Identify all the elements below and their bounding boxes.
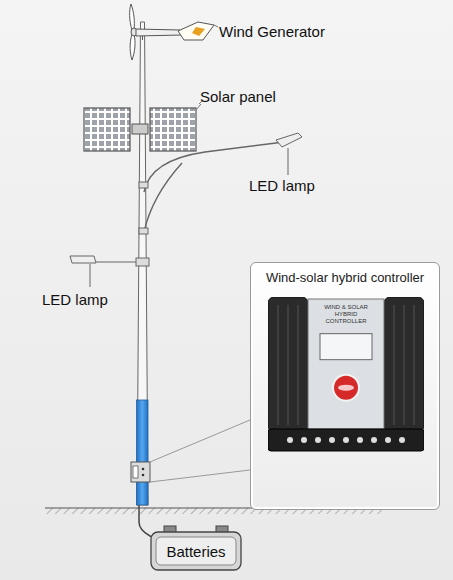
callout-panel: Wind-solar hybrid controllerWIND & SOLAR… [250,262,440,510]
battery-box: Batteries [150,525,242,571]
part-label: Solar panel [200,89,276,106]
node-text: WIND & SOLAR HYBRID CONTROLLER [314,304,378,325]
callout-lines [150,420,250,482]
node-text: Batteries [166,543,225,560]
pole [137,22,149,505]
pole-controller [131,462,150,482]
controller-device: WIND & SOLAR HYBRID CONTROLLER [268,297,424,455]
lower-lamp [70,256,149,287]
node-text: Wind-solar hybrid controller [251,263,439,285]
solar-panels [84,104,201,151]
part-label: Wind Generator [219,24,325,41]
part-label: LED lamp [249,178,315,195]
part-label: LED lamp [42,292,108,309]
wind-generator [130,4,218,60]
